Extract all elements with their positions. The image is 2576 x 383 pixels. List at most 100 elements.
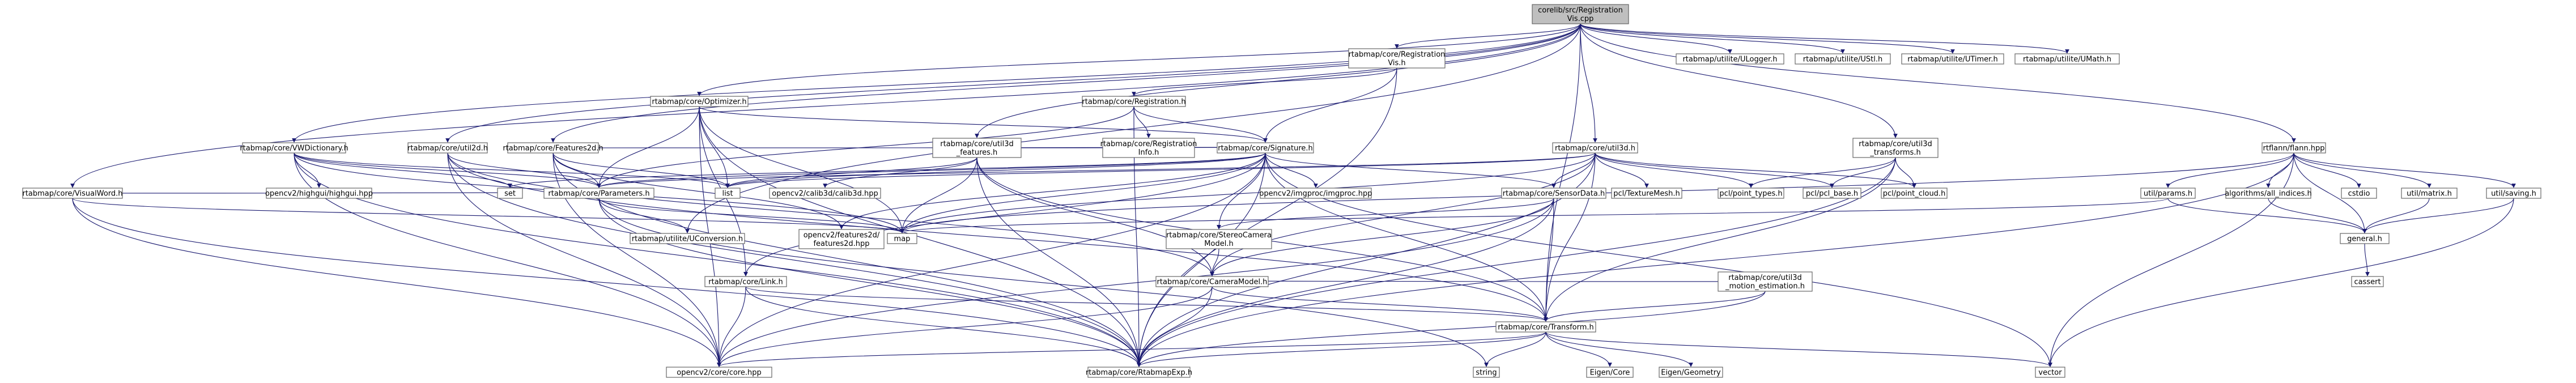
edge-signature-to-parameters xyxy=(597,152,1266,188)
edge-sensordata-to-transform xyxy=(1544,198,1554,322)
edge-util3dtrans-to-pointtypes xyxy=(1749,157,1896,188)
node-transform[interactable]: rtabmap/core/Transform.h xyxy=(1495,321,1596,333)
node-params[interactable]: util/params.h xyxy=(2140,188,2196,199)
node-flann[interactable]: rtflann/flann.hpp xyxy=(2262,142,2326,154)
edge-flann-to-general xyxy=(2293,152,2367,233)
node-uconversion[interactable]: rtabmap/utilite/UConversion.h xyxy=(630,233,745,244)
node-allindices[interactable]: algorithms/all_indices.h xyxy=(2225,188,2312,199)
node-cstdio[interactable]: cstdio xyxy=(2341,188,2377,199)
node-box xyxy=(1852,138,1939,158)
node-visualword[interactable]: rtabmap/core/VisualWord.h xyxy=(22,188,123,199)
node-box xyxy=(1348,48,1446,69)
edge-root-to-util2d xyxy=(445,23,1581,143)
node-utimer[interactable]: rtabmap/utilite/UTimer.h xyxy=(1901,53,2004,65)
node-motionest[interactable]: rtabmap/core/util3d_motion_estimation.h xyxy=(1718,271,1813,292)
node-features2d[interactable]: rtabmap/core/Features2d.h xyxy=(503,142,603,154)
node-box xyxy=(2035,367,2065,378)
node-parameters[interactable]: rtabmap/core/Parameters.h xyxy=(543,188,654,199)
node-link[interactable]: rtabmap/core/Link.h xyxy=(704,276,787,287)
node-box xyxy=(1586,367,1634,378)
node-box xyxy=(507,142,599,154)
node-saving[interactable]: util/saving.h xyxy=(2486,188,2541,199)
edge-root-to-util3dfeat xyxy=(975,23,1581,138)
node-label: pcl/point_types.h xyxy=(1719,190,1782,198)
node-label: rtabmap/utilite/UMath.h xyxy=(2023,56,2111,64)
edge-root-to-umath xyxy=(1580,23,2069,54)
node-matrix[interactable]: util/matrix.h xyxy=(2401,188,2458,199)
node-label: opencv2/calib3d/calib3d.hpp xyxy=(772,190,878,198)
edge-motionest-to-transform xyxy=(1544,291,1766,322)
node-general[interactable]: general.h xyxy=(2340,233,2390,244)
node-util3d[interactable]: rtabmap/core/util3d.h xyxy=(1552,142,1638,154)
node-box xyxy=(2341,188,2377,199)
node-label: rtabmap/core/CameraModel.h xyxy=(1157,278,1268,287)
node-label: rtabmap/utilite/UTimer.h xyxy=(1907,56,1997,64)
edge-allindices-to-general xyxy=(2268,198,2367,233)
node-umath[interactable]: rtabmap/utilite/UMath.h xyxy=(2014,53,2120,65)
node-box xyxy=(704,276,787,287)
node-label: rtabmap/core/Optimizer.h xyxy=(652,98,746,107)
node-ulogger[interactable]: rtabmap/utilite/ULogger.h xyxy=(1676,53,1784,65)
node-list[interactable]: list xyxy=(715,188,741,199)
node-highgui[interactable]: opencv2/highgui/highgui.hpp xyxy=(265,188,373,199)
node-map[interactable]: map xyxy=(887,233,917,244)
node-box xyxy=(1611,188,1682,199)
node-box xyxy=(887,233,917,244)
edge-features2d-to-cvfeatures2d xyxy=(552,152,844,229)
node-util2d[interactable]: rtabmap/core/util2d.h xyxy=(407,142,488,154)
node-pointtypes[interactable]: pcl/point_types.h xyxy=(1718,188,1784,199)
node-set[interactable]: set xyxy=(497,188,523,199)
node-label: util/params.h xyxy=(2144,190,2192,198)
node-pointcloud[interactable]: pcl/point_cloud.h xyxy=(1881,188,1948,199)
node-label: Model.h xyxy=(1204,240,1233,248)
node-cassert[interactable]: cassert xyxy=(2351,276,2384,287)
node-cvfeatures2d[interactable]: opencv2/features2d/features2d.hpp xyxy=(798,229,885,249)
node-label: util/saving.h xyxy=(2491,190,2536,198)
edge-visualword-to-map xyxy=(72,198,904,233)
node-pclbase[interactable]: pcl/pcl_base.h xyxy=(1803,188,1861,199)
node-ustl[interactable]: rtabmap/utilite/UStl.h xyxy=(1795,53,1891,65)
node-label: set xyxy=(504,190,516,198)
node-util3dtrans[interactable]: rtabmap/core/util3d_transforms.h xyxy=(1852,138,1939,158)
edge-cameramodel-to-rtabmapexp xyxy=(1137,286,1213,367)
edge-util2d-to-rtabmapexp xyxy=(447,152,1141,367)
node-imgproc[interactable]: opencv2/imgproc/imgproc.hpp xyxy=(1259,188,1372,199)
node-rtabmapexp[interactable]: rtabmap/core/RtabmapExp.h xyxy=(1086,367,1192,378)
edge-registration-to-signature xyxy=(1133,106,1268,143)
node-signature[interactable]: rtabmap/core/Signature.h xyxy=(1217,142,1314,154)
node-util3dfeat[interactable]: rtabmap/core/util3d_features.h xyxy=(932,138,1022,158)
node-label: rtabmap/utilite/UStl.h xyxy=(1803,56,1882,64)
node-label: _motion_estimation.h xyxy=(1725,282,1805,291)
node-label: opencv2/imgproc/imgproc.hpp xyxy=(1259,190,1372,198)
node-cameramodel[interactable]: rtabmap/core/CameraModel.h xyxy=(1155,276,1269,287)
node-string[interactable]: string xyxy=(1473,367,1500,378)
node-label: pcl/point_cloud.h xyxy=(1883,190,1946,198)
node-sensordata[interactable]: rtabmap/core/SensorData.h xyxy=(1501,188,1606,199)
node-registration[interactable]: rtabmap/core/Registration.h xyxy=(1082,96,1186,107)
node-eigengeom[interactable]: Eigen/Geometry xyxy=(1659,367,1723,378)
edge-signature-to-cvfeatures2d xyxy=(839,152,1266,229)
node-cvcore[interactable]: opencv2/core/core.hpp xyxy=(666,367,772,378)
edge-util3d-to-parameters xyxy=(597,152,1596,188)
node-calib3d[interactable]: opencv2/calib3d/calib3d.hpp xyxy=(769,188,881,199)
edge-root-to-util3dtrans xyxy=(1580,23,1898,138)
node-box xyxy=(1659,367,1723,378)
edge-features2d-to-parameters xyxy=(552,152,601,188)
edge-util3d-to-sensordata xyxy=(1551,152,1596,188)
node-box xyxy=(1166,229,1272,249)
node-texturemesh[interactable]: pcl/TextureMesh.h xyxy=(1611,188,1682,199)
node-eigencore[interactable]: Eigen/Core xyxy=(1586,367,1634,378)
node-vwdict[interactable]: rtabmap/core/VWDictionary.h xyxy=(240,142,348,154)
edge-transform-to-cvcore xyxy=(717,331,1546,367)
edge-util2d-to-parameters xyxy=(447,152,601,188)
node-label: cassert xyxy=(2354,278,2381,287)
node-box xyxy=(1803,188,1861,199)
node-vector[interactable]: vector xyxy=(2035,367,2065,378)
node-label: rtabmap/utilite/UConversion.h xyxy=(632,235,743,244)
node-optimizer[interactable]: rtabmap/core/Optimizer.h xyxy=(650,96,749,107)
node-label: util/matrix.h xyxy=(2407,190,2452,198)
